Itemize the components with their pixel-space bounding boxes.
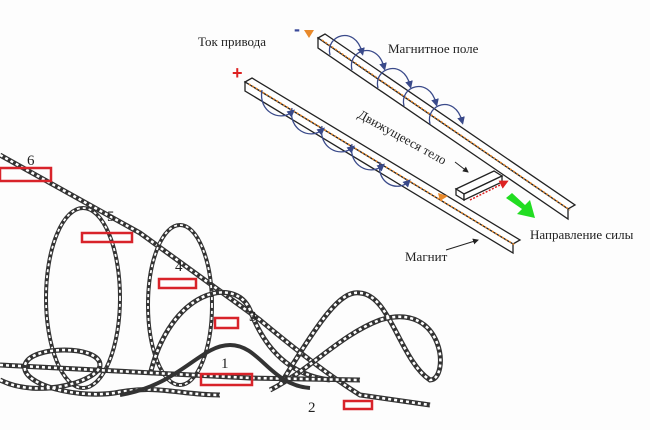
magnetic-field-loops-upper xyxy=(328,34,465,125)
current-arrow-icon xyxy=(304,30,314,38)
lsm-diagram: Ток привода Магнитное поле Движущееся те… xyxy=(198,19,634,264)
track-bottom xyxy=(0,362,361,383)
label-drive-current: Ток привода xyxy=(198,34,266,49)
pointer-arrow xyxy=(454,161,469,173)
coaster-track xyxy=(0,152,443,408)
markers: 6 5 4 3 1 2 xyxy=(0,153,374,416)
marker-5: 5 xyxy=(80,209,134,244)
lower-rail xyxy=(243,77,522,255)
marker-1: 1 xyxy=(199,356,254,387)
pointer-arrow xyxy=(445,238,479,251)
svg-text:5: 5 xyxy=(107,209,115,225)
svg-text:1: 1 xyxy=(221,356,229,372)
plus-sign: + xyxy=(232,63,243,83)
marker-4: 4 xyxy=(157,259,198,290)
current-arrow-icon xyxy=(438,193,448,201)
force-arrow-icon xyxy=(506,193,535,218)
svg-text:6: 6 xyxy=(27,153,35,169)
marker-3: 3 xyxy=(213,309,257,330)
marker-6: 6 xyxy=(0,153,53,183)
label-magnetic-field: Магнитное поле xyxy=(388,41,479,56)
svg-text:3: 3 xyxy=(249,309,257,325)
label-force-direction: Направление силы xyxy=(530,227,634,242)
minus-sign: - xyxy=(294,19,300,39)
upper-rail xyxy=(316,33,577,221)
svg-text:4: 4 xyxy=(175,259,183,275)
label-magnet: Магнит xyxy=(405,249,448,264)
track-lower-sweep xyxy=(119,342,311,397)
magnetic-field-loops-lower xyxy=(260,89,411,188)
moving-body xyxy=(454,170,509,202)
marker-2: 2 xyxy=(308,399,374,416)
svg-text:2: 2 xyxy=(308,400,316,416)
